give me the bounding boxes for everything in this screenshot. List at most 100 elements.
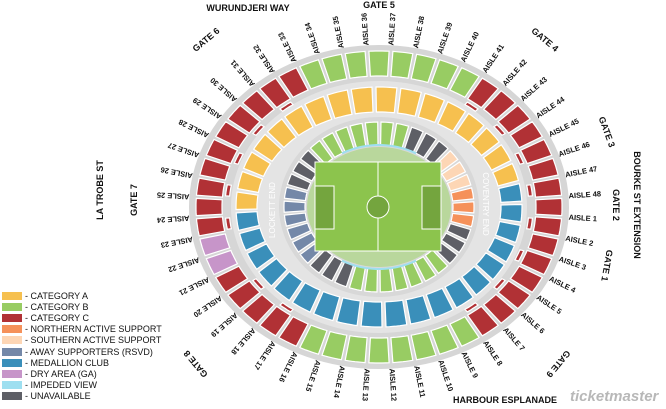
lower-section[interactable] xyxy=(286,173,312,192)
middle-section[interactable] xyxy=(469,127,501,157)
upper-section[interactable] xyxy=(527,157,559,181)
upper-section[interactable] xyxy=(258,305,292,337)
middle-section[interactable] xyxy=(486,236,516,263)
middle-section[interactable] xyxy=(499,203,523,223)
upper-inner-strip[interactable] xyxy=(224,217,233,230)
upper-section[interactable] xyxy=(390,50,414,79)
upper-section[interactable] xyxy=(449,67,480,99)
upper-section[interactable] xyxy=(449,315,480,347)
upper-section[interactable] xyxy=(227,104,261,134)
upper-inner-strip[interactable] xyxy=(224,184,233,197)
upper-inner-strip[interactable] xyxy=(513,152,525,165)
upper-section[interactable] xyxy=(344,50,368,79)
middle-section[interactable] xyxy=(436,100,467,133)
upper-section[interactable] xyxy=(205,249,239,276)
upper-section[interactable] xyxy=(344,335,368,364)
upper-section[interactable] xyxy=(205,138,239,165)
middle-section[interactable] xyxy=(335,297,361,327)
lower-section[interactable] xyxy=(450,187,475,202)
upper-section[interactable] xyxy=(199,157,231,181)
upper-section[interactable] xyxy=(368,337,390,364)
middle-section[interactable] xyxy=(312,290,341,322)
middle-section[interactable] xyxy=(494,220,522,244)
upper-inner-strip[interactable] xyxy=(513,249,525,262)
upper-section[interactable] xyxy=(214,265,249,294)
middle-section[interactable] xyxy=(405,294,432,325)
upper-section[interactable] xyxy=(519,249,553,276)
upper-section[interactable] xyxy=(195,177,226,198)
lower-section[interactable] xyxy=(446,173,472,192)
upper-section[interactable] xyxy=(482,89,517,121)
middle-section[interactable] xyxy=(350,86,374,115)
upper-section[interactable] xyxy=(278,67,309,99)
upper-section[interactable] xyxy=(532,216,563,237)
middle-section[interactable] xyxy=(425,287,454,319)
upper-section[interactable] xyxy=(410,330,437,361)
upper-inner-strip[interactable] xyxy=(525,217,534,230)
upper-inner-strip[interactable] xyxy=(492,123,507,137)
middle-section[interactable] xyxy=(384,299,408,328)
upper-section[interactable] xyxy=(298,324,328,355)
middle-section[interactable] xyxy=(360,300,383,328)
upper-inner-strip[interactable] xyxy=(279,302,294,313)
middle-section[interactable] xyxy=(497,182,523,204)
middle-section[interactable] xyxy=(235,191,259,211)
upper-inner-strip[interactable] xyxy=(492,277,507,291)
upper-section[interactable] xyxy=(535,197,563,217)
upper-section[interactable] xyxy=(195,197,223,217)
middle-section[interactable] xyxy=(304,95,333,127)
middle-section[interactable] xyxy=(273,270,304,302)
upper-section[interactable] xyxy=(278,315,309,347)
upper-section[interactable] xyxy=(368,50,390,77)
middle-section[interactable] xyxy=(246,243,276,271)
middle-section[interactable] xyxy=(444,277,475,309)
lower-section[interactable] xyxy=(446,222,472,241)
upper-inner-strip[interactable] xyxy=(279,101,294,112)
upper-section[interactable] xyxy=(241,293,276,325)
upper-section[interactable] xyxy=(466,77,500,109)
middle-section[interactable] xyxy=(283,105,314,137)
upper-section[interactable] xyxy=(482,293,517,325)
middle-section[interactable] xyxy=(242,151,272,178)
upper-section[interactable] xyxy=(430,59,460,90)
middle-section[interactable] xyxy=(266,118,297,149)
upper-section[interactable] xyxy=(497,104,531,134)
lower-section[interactable] xyxy=(283,186,308,202)
upper-section[interactable] xyxy=(466,305,500,337)
upper-section[interactable] xyxy=(497,280,531,310)
upper-section[interactable] xyxy=(390,335,414,364)
middle-section[interactable] xyxy=(236,170,264,194)
middle-section[interactable] xyxy=(491,162,520,187)
upper-inner-strip[interactable] xyxy=(464,101,479,112)
lower-section[interactable] xyxy=(450,212,475,228)
middle-section[interactable] xyxy=(454,112,485,144)
upper-inner-strip[interactable] xyxy=(525,184,534,197)
middle-section[interactable] xyxy=(238,227,267,252)
upper-inner-strip[interactable] xyxy=(251,277,266,291)
upper-section[interactable] xyxy=(509,265,544,294)
upper-section[interactable] xyxy=(410,53,437,84)
lower-section[interactable] xyxy=(452,201,475,214)
upper-section[interactable] xyxy=(258,77,292,109)
upper-section[interactable] xyxy=(532,177,563,198)
upper-section[interactable] xyxy=(199,233,231,257)
upper-section[interactable] xyxy=(298,59,328,90)
middle-section[interactable] xyxy=(326,89,353,120)
lower-section[interactable] xyxy=(414,132,438,159)
upper-inner-strip[interactable] xyxy=(233,152,245,165)
middle-section[interactable] xyxy=(417,92,446,124)
upper-section[interactable] xyxy=(214,120,249,149)
middle-section[interactable] xyxy=(482,143,512,171)
middle-section[interactable] xyxy=(291,281,322,314)
upper-inner-strip[interactable] xyxy=(464,302,479,313)
middle-section[interactable] xyxy=(461,265,492,296)
upper-section[interactable] xyxy=(509,120,544,149)
upper-inner-strip[interactable] xyxy=(251,123,266,137)
lower-section[interactable] xyxy=(286,222,312,241)
middle-section[interactable] xyxy=(475,251,506,281)
upper-section[interactable] xyxy=(321,330,348,361)
middle-section[interactable] xyxy=(375,86,398,114)
upper-section[interactable] xyxy=(321,53,348,84)
upper-section[interactable] xyxy=(519,138,553,165)
upper-section[interactable] xyxy=(195,216,226,237)
